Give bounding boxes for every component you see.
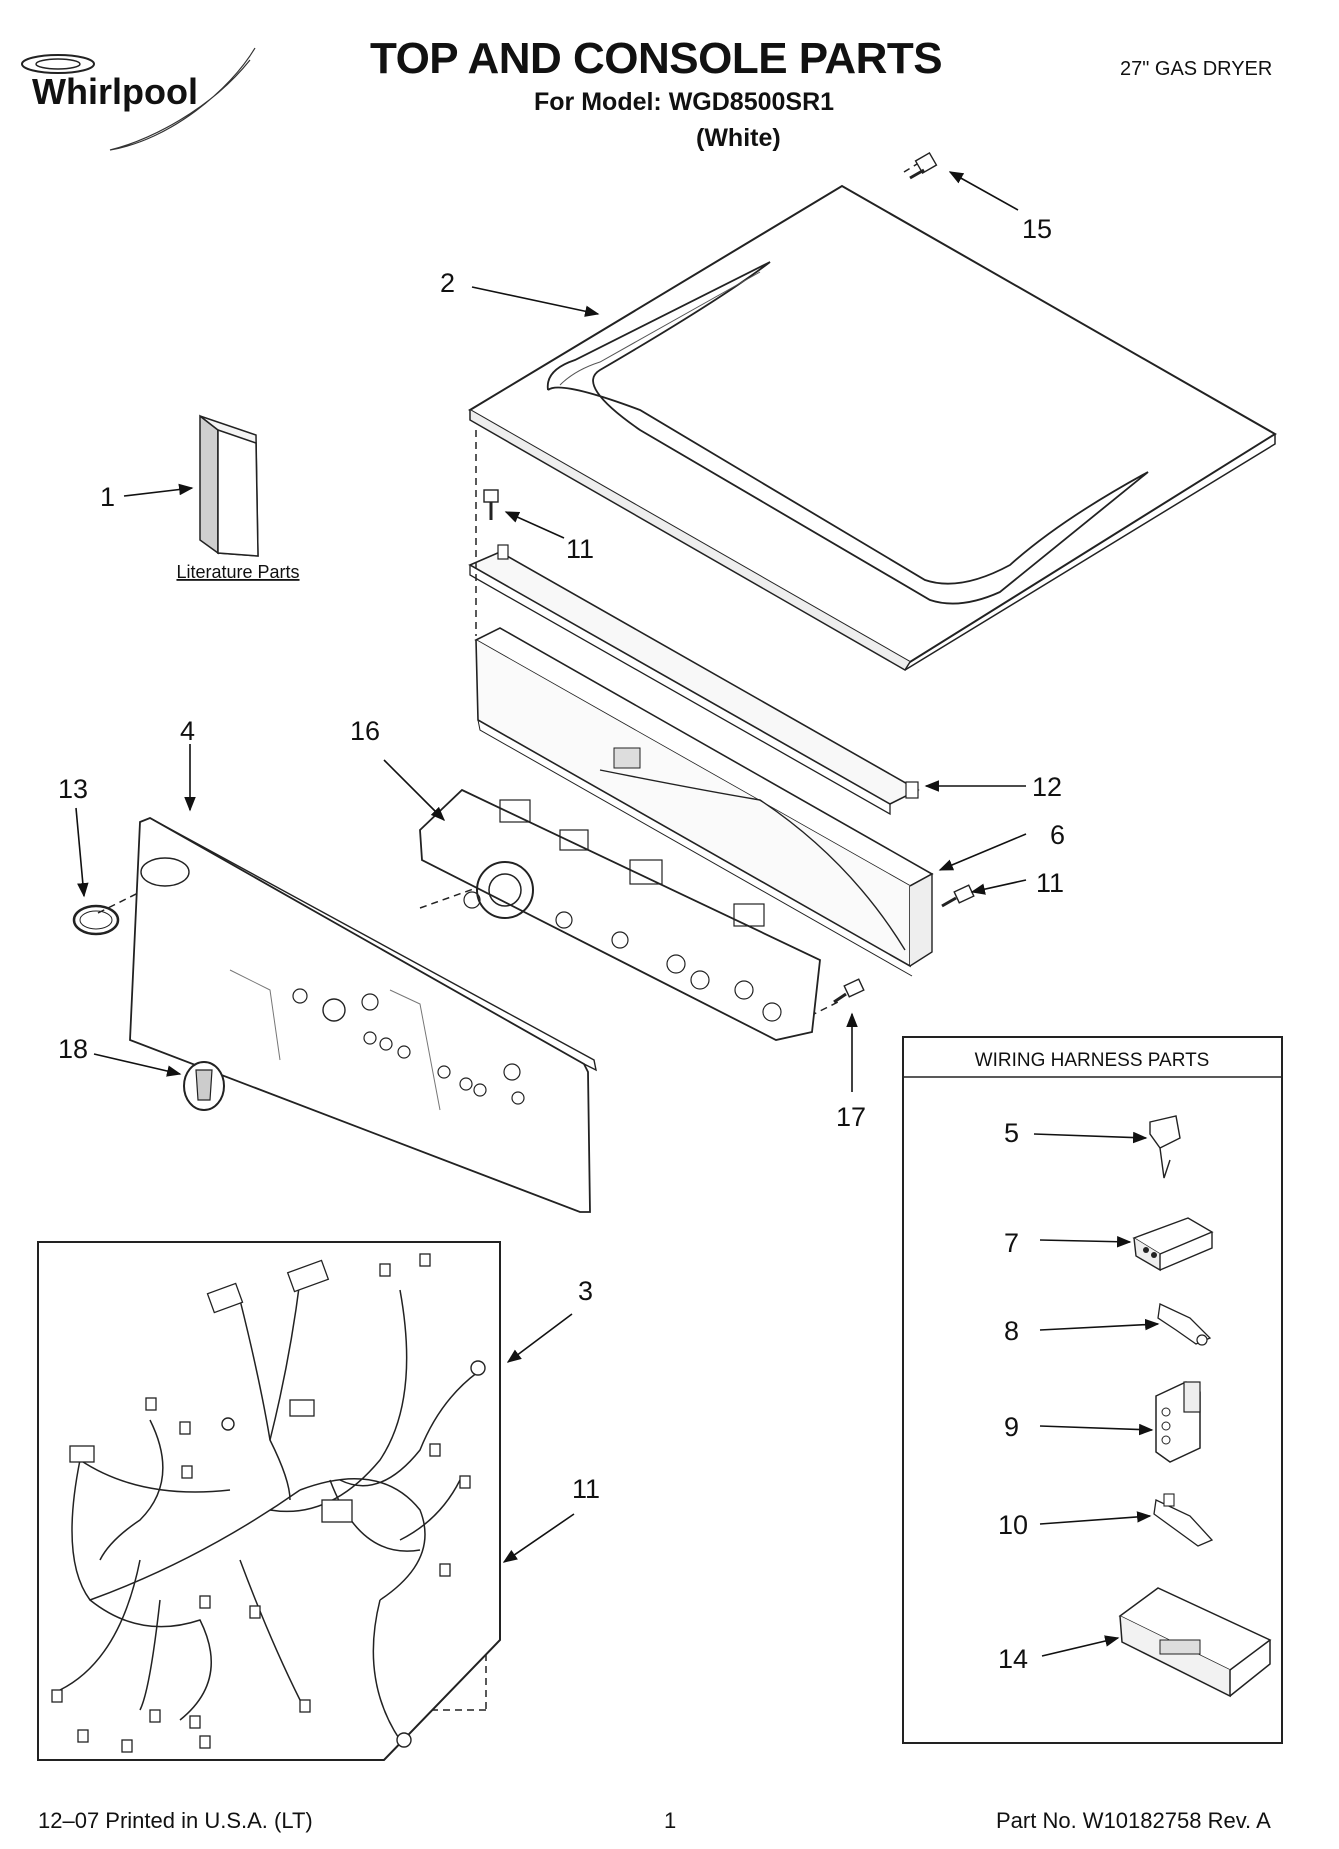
callout-16: 16 — [350, 716, 380, 746]
callout-7: 7 — [1004, 1228, 1019, 1258]
callout-11-right: 11 — [1036, 868, 1064, 898]
callout-6: 6 — [1050, 820, 1065, 850]
wiring-harness-parts-box: WIRING HARNESS PARTS — [902, 1036, 1283, 1744]
callout-15: 15 — [1022, 214, 1052, 244]
control-board — [419, 788, 821, 1041]
control-knob — [183, 1061, 225, 1111]
model-number: For Model: WGD8500SR1 — [534, 88, 835, 116]
leader-arrows — [75, 171, 1160, 1657]
callouts: 2 15 1 11 12 6 11 17 16 4 13 18 3 11 5 7… — [58, 214, 1065, 1674]
callout-13: 13 — [58, 774, 88, 804]
page-title: TOP AND CONSOLE PARTS — [370, 34, 943, 83]
callout-4: 4 — [180, 716, 195, 746]
top-panel — [468, 184, 1277, 672]
footer-printed: 12–07 Printed in U.S.A. (LT) — [38, 1808, 313, 1833]
callout-14: 14 — [998, 1644, 1028, 1674]
literature-parts-label: Literature Parts — [176, 562, 299, 582]
callout-18: 18 — [58, 1034, 88, 1064]
terminal-icon-2 — [1153, 1493, 1214, 1547]
callout-1: 1 — [100, 482, 115, 512]
callout-2: 2 — [440, 268, 455, 298]
callout-17: 17 — [836, 1102, 866, 1132]
wiring-box-title: WIRING HARNESS PARTS — [975, 1050, 1210, 1071]
screw-icon-11b — [941, 884, 975, 908]
callout-10: 10 — [998, 1510, 1028, 1540]
callout-3: 3 — [578, 1276, 593, 1306]
top-bracket — [468, 544, 920, 816]
plug-icon — [1155, 1381, 1201, 1463]
callout-11-harness: 11 — [572, 1474, 600, 1504]
screw-icon-17 — [833, 978, 865, 1004]
connector-icon — [1132, 1217, 1214, 1272]
console-back-panel — [474, 627, 934, 977]
callout-12: 12 — [1032, 772, 1062, 802]
wiring-harness — [37, 1241, 501, 1761]
brand-wordmark: Whirlpool — [32, 71, 198, 112]
grommet-ring — [72, 904, 120, 936]
footer-part-number: Part No. W10182758 Rev. A — [996, 1808, 1271, 1833]
literature-book — [199, 414, 259, 557]
whirlpool-logo: Whirlpool — [21, 47, 256, 151]
model-color: (White) — [696, 124, 781, 152]
footer-page-number: 1 — [664, 1808, 677, 1833]
connector-block-icon — [1118, 1587, 1272, 1698]
callout-9: 9 — [1004, 1412, 1019, 1442]
product-type: 27" GAS DRYER — [1120, 58, 1273, 80]
callout-11-top: 11 — [566, 534, 594, 564]
screw-icon-11a — [483, 489, 499, 520]
callout-5: 5 — [1004, 1118, 1019, 1148]
callout-8: 8 — [1004, 1316, 1019, 1346]
terminal-icon — [1157, 1303, 1212, 1346]
clip-icon — [1149, 1115, 1181, 1179]
screw-icon-15 — [909, 151, 938, 180]
